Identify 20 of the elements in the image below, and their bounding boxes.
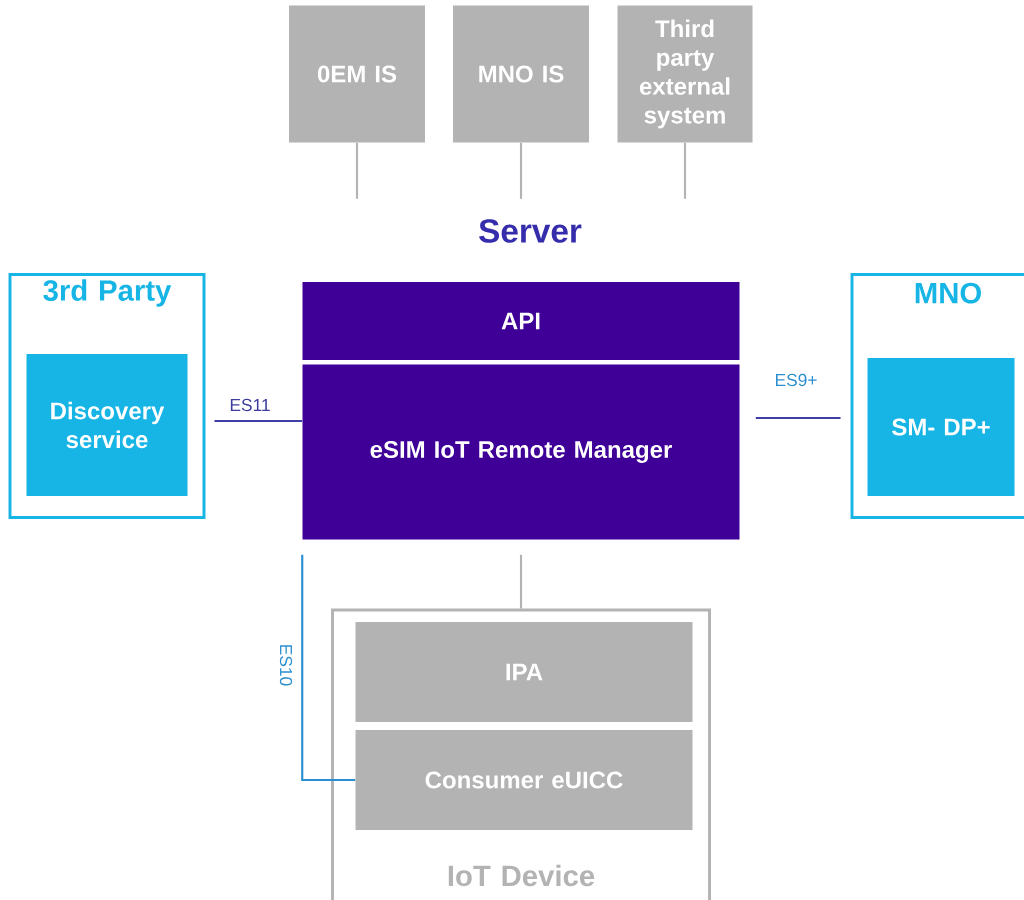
system-box: MNO IS [453,5,589,143]
module-box: IPA [355,622,693,722]
edge-label: ES9+ [773,372,819,388]
manager-box: eSIM IoT Remote Manager [302,364,740,540]
api-box: API [302,282,740,360]
system-box: Third party external system [617,5,753,143]
service-box: Discovery service [26,354,188,496]
edge-label: ES11 [228,397,272,413]
section-heading: Server [479,219,582,243]
connector-line [755,416,841,420]
edge-label: ES10 [278,642,294,688]
connector-line [683,142,687,199]
system-box: 0EM IS [289,5,425,143]
connector-line [214,419,303,423]
module-box: Consumer eUICC [355,730,693,830]
connector-line [301,554,356,782]
connector-line [519,554,523,609]
connector-line [355,142,359,199]
connector-line [519,142,523,199]
service-box: SM- DP+ [867,358,1015,496]
